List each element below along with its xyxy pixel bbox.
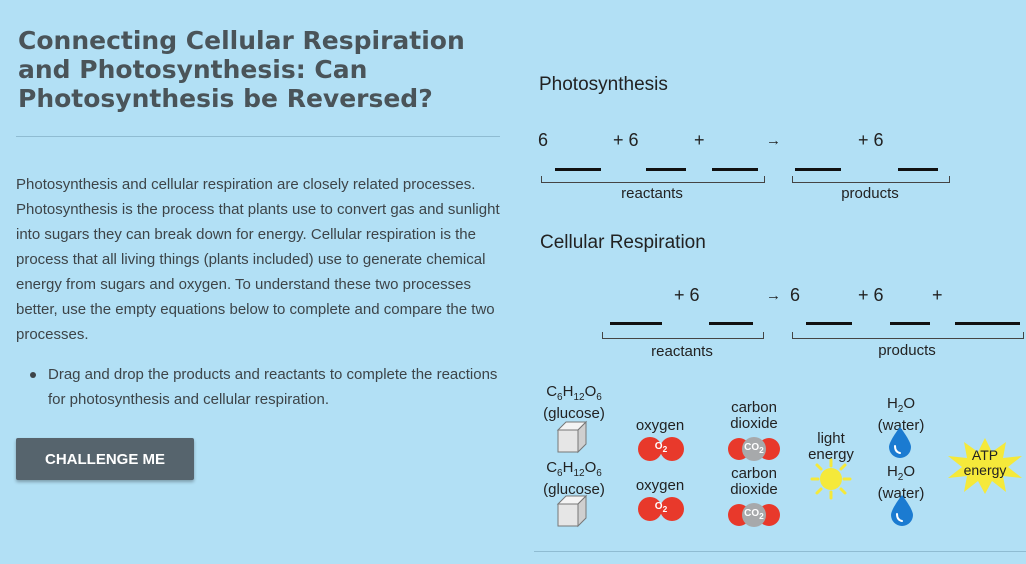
cr-drop-slot-1[interactable] — [610, 322, 662, 325]
o2-badge: O2 — [654, 501, 668, 514]
ps-drop-slot-1[interactable] — [555, 168, 601, 171]
cr-products-bracket — [792, 332, 1024, 339]
co2-atoms — [728, 437, 780, 461]
cr-coef-6: 6 — [790, 285, 801, 305]
co2-badge: CO2 — [744, 508, 764, 521]
ps-coef-6: 6 — [538, 130, 549, 150]
ps-products-bracket — [792, 176, 950, 183]
water-drop-icon-2[interactable] — [889, 494, 915, 526]
ps-drop-slot-2[interactable] — [646, 168, 686, 171]
oxygen-atoms — [638, 497, 684, 521]
glucose-name: (glucose) — [543, 481, 605, 498]
cr-coef-plus6: + 6 — [674, 285, 700, 305]
atp-energy-item[interactable]: ATP energy — [946, 436, 1024, 496]
ps-coef-plus6-product: + 6 — [858, 130, 884, 150]
page-title: Connecting Cellular Respiration and Phot… — [18, 26, 465, 113]
cr-drop-slot-2[interactable] — [709, 322, 753, 325]
glucose-label: C6H12O6 (glucose) — [538, 384, 610, 422]
glucose-cube-icon[interactable] — [556, 420, 588, 454]
ps-coef-plus6: + 6 — [613, 130, 639, 150]
cr-drop-slot-3[interactable] — [806, 322, 852, 325]
bottom-divider — [534, 551, 1026, 552]
water-drop-icon[interactable] — [887, 426, 913, 458]
glucose-cube-icon-2[interactable] — [556, 494, 588, 528]
o2-badge: O2 — [654, 441, 668, 454]
ps-drop-slot-3[interactable] — [712, 168, 758, 171]
burst-star-icon — [948, 438, 1022, 494]
co2-atoms — [728, 503, 780, 527]
light-label-line2: energy — [808, 446, 854, 463]
glucose-formula: C6H12O6 — [546, 383, 602, 404]
cr-drop-slot-5[interactable] — [955, 322, 1020, 325]
water-formula: H2O — [886, 463, 916, 484]
co2-molecule-icon-2[interactable]: CO2 — [728, 502, 780, 528]
ps-plus: + — [694, 130, 705, 150]
ps-arrow: → — [766, 132, 781, 149]
intro-paragraph: Photosynthesis and cellular respiration … — [16, 176, 500, 343]
co2-label-2: carbon dioxide — [720, 466, 788, 498]
water-name: (water) — [877, 485, 925, 502]
respiration-title: Cellular Respiration — [540, 232, 706, 253]
light-energy-label: light energy — [800, 431, 862, 463]
cr-reactants-label: reactants — [651, 343, 713, 360]
glucose-label-2: C6H12O6 (glucose) — [538, 460, 610, 498]
instruction-item: Drag and drop the products and reactants… — [16, 362, 506, 412]
oxygen-molecule-icon-2[interactable]: O2 — [637, 496, 685, 522]
photosynthesis-title: Photosynthesis — [539, 74, 668, 95]
co2-label-line2: dioxide — [730, 481, 778, 498]
water-label-2: H2O (water) — [872, 464, 930, 502]
oxygen-label-2: oxygen — [635, 477, 685, 494]
cr-coef-plus6-product: + 6 — [858, 285, 884, 305]
cr-reactants-bracket — [602, 332, 764, 339]
cr-arrow: → — [766, 287, 781, 304]
co2-label-line2: dioxide — [730, 415, 778, 432]
water-formula: H2O — [886, 395, 916, 416]
co2-label-line1: carbon — [731, 465, 777, 482]
challenge-me-button[interactable]: CHALLENGE ME — [16, 438, 194, 480]
divider — [16, 136, 500, 137]
co2-label-line1: carbon — [731, 399, 777, 416]
atp-label-line1: ATP — [971, 447, 999, 463]
co2-molecule-icon[interactable]: CO2 — [728, 436, 780, 462]
cr-drop-slot-4[interactable] — [890, 322, 930, 325]
glucose-name: (glucose) — [543, 405, 605, 422]
co2-label: carbon dioxide — [720, 400, 788, 432]
instructions-list: Drag and drop the products and reactants… — [16, 362, 506, 412]
atp-label-line2: energy — [963, 462, 1007, 478]
cr-products-label: products — [878, 342, 936, 359]
ps-products-label: products — [841, 185, 899, 202]
oxygen-atoms — [638, 437, 684, 461]
lesson-panel: Connecting Cellular Respiration and Phot… — [16, 26, 506, 480]
atp-label: ATP energy — [946, 448, 1024, 478]
co2-badge: CO2 — [744, 442, 764, 455]
ps-drop-slot-5[interactable] — [898, 168, 938, 171]
oxygen-label: oxygen — [635, 417, 685, 434]
oxygen-molecule-icon[interactable]: O2 — [637, 436, 685, 462]
water-name: (water) — [877, 417, 925, 434]
water-label: H2O (water) — [872, 396, 930, 434]
ps-reactants-bracket — [541, 176, 765, 183]
ps-drop-slot-4[interactable] — [795, 168, 841, 171]
glucose-formula: C6H12O6 — [546, 459, 602, 480]
ps-reactants-label: reactants — [621, 185, 683, 202]
sun-icon[interactable] — [810, 458, 852, 500]
cr-plus: + — [932, 285, 943, 305]
light-label-line1: light — [817, 430, 845, 447]
